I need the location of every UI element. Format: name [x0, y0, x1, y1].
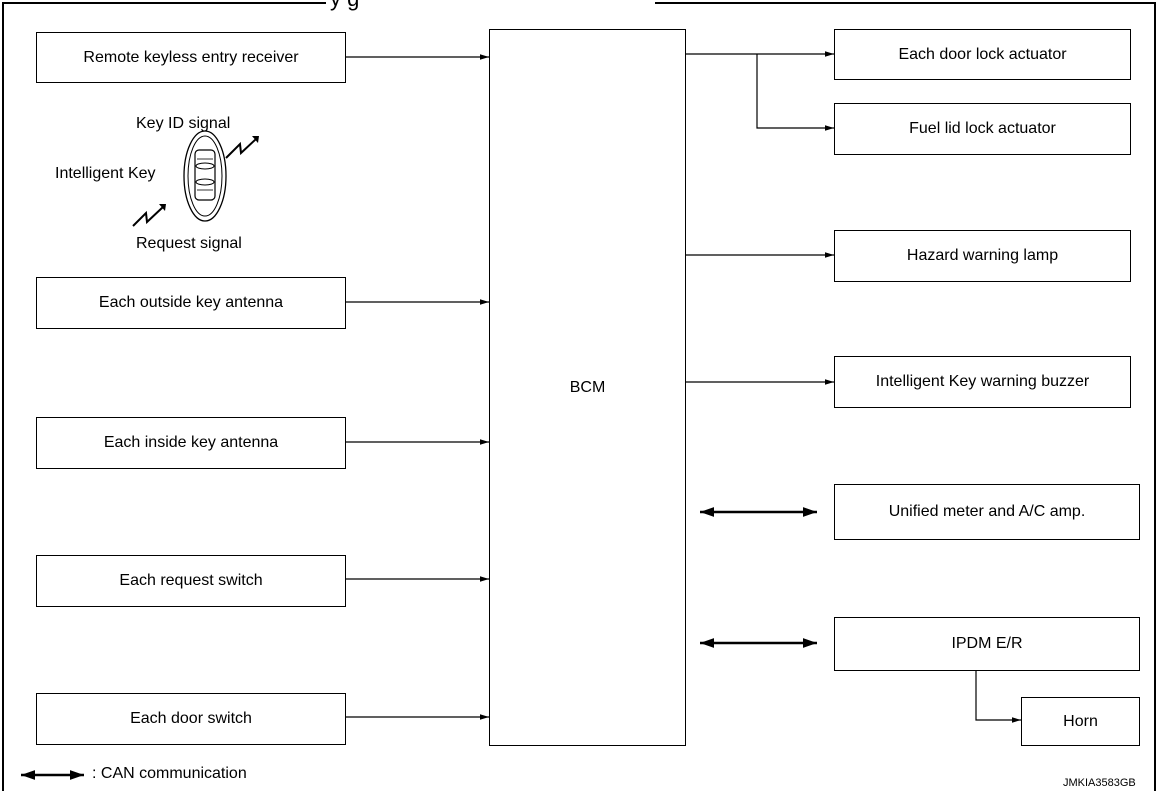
- diagram-title-fragment: y g: [330, 0, 359, 12]
- request-signal-label: Request signal: [136, 235, 242, 252]
- horn-box: Horn: [1021, 697, 1140, 746]
- intelligent-key-icon: [183, 130, 227, 222]
- key-id-signal-icon: [225, 138, 257, 159]
- warning-buzzer-box: Intelligent Key warning buzzer: [834, 356, 1131, 408]
- request-signal-icon: [132, 206, 164, 227]
- remote-keyless-entry-receiver-box: Remote keyless entry receiver: [36, 32, 346, 83]
- inside-key-antenna-box: Each inside key antenna: [36, 417, 346, 469]
- key-id-signal-label: Key ID signal: [136, 115, 231, 132]
- legend-can-label: : CAN communication: [92, 765, 247, 782]
- arrow-fuel-lid: [756, 54, 834, 131]
- figure-code: JMKIA3583GB: [1063, 777, 1136, 789]
- intelligent-key-label: Intelligent Key: [55, 165, 156, 182]
- door-lock-actuator-box: Each door lock actuator: [834, 29, 1131, 80]
- request-switch-box: Each request switch: [36, 555, 346, 607]
- ipdm-er-box: IPDM E/R: [834, 617, 1140, 671]
- unified-meter-ac-amp-box: Unified meter and A/C amp.: [834, 484, 1140, 540]
- bcm-box: BCM: [489, 29, 686, 746]
- fuel-lid-lock-actuator-box: Fuel lid lock actuator: [834, 103, 1131, 155]
- arrow-horn: [975, 671, 1021, 723]
- hazard-warning-lamp-box: Hazard warning lamp: [834, 230, 1131, 282]
- door-switch-box: Each door switch: [36, 693, 346, 745]
- outside-key-antenna-box: Each outside key antenna: [36, 277, 346, 329]
